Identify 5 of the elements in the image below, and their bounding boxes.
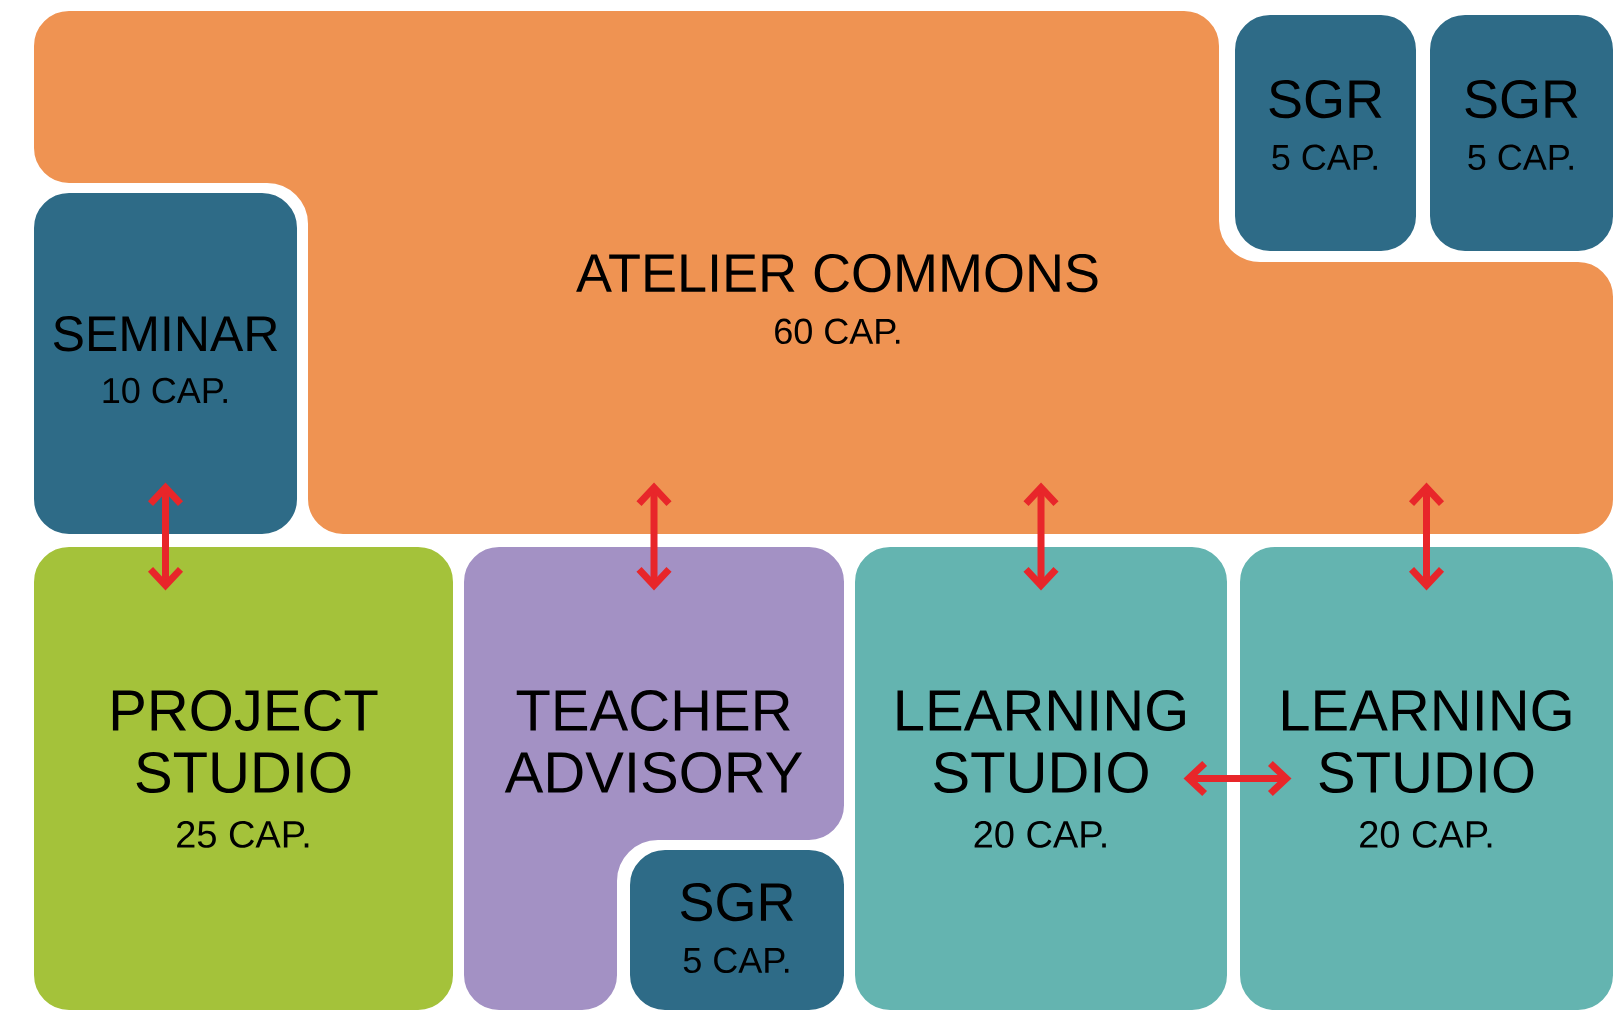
double-arrow bbox=[1023, 482, 1059, 591]
double-arrow bbox=[636, 482, 672, 591]
double-arrow bbox=[147, 482, 184, 591]
double-arrow bbox=[1183, 760, 1292, 797]
double-arrow bbox=[1408, 482, 1445, 591]
